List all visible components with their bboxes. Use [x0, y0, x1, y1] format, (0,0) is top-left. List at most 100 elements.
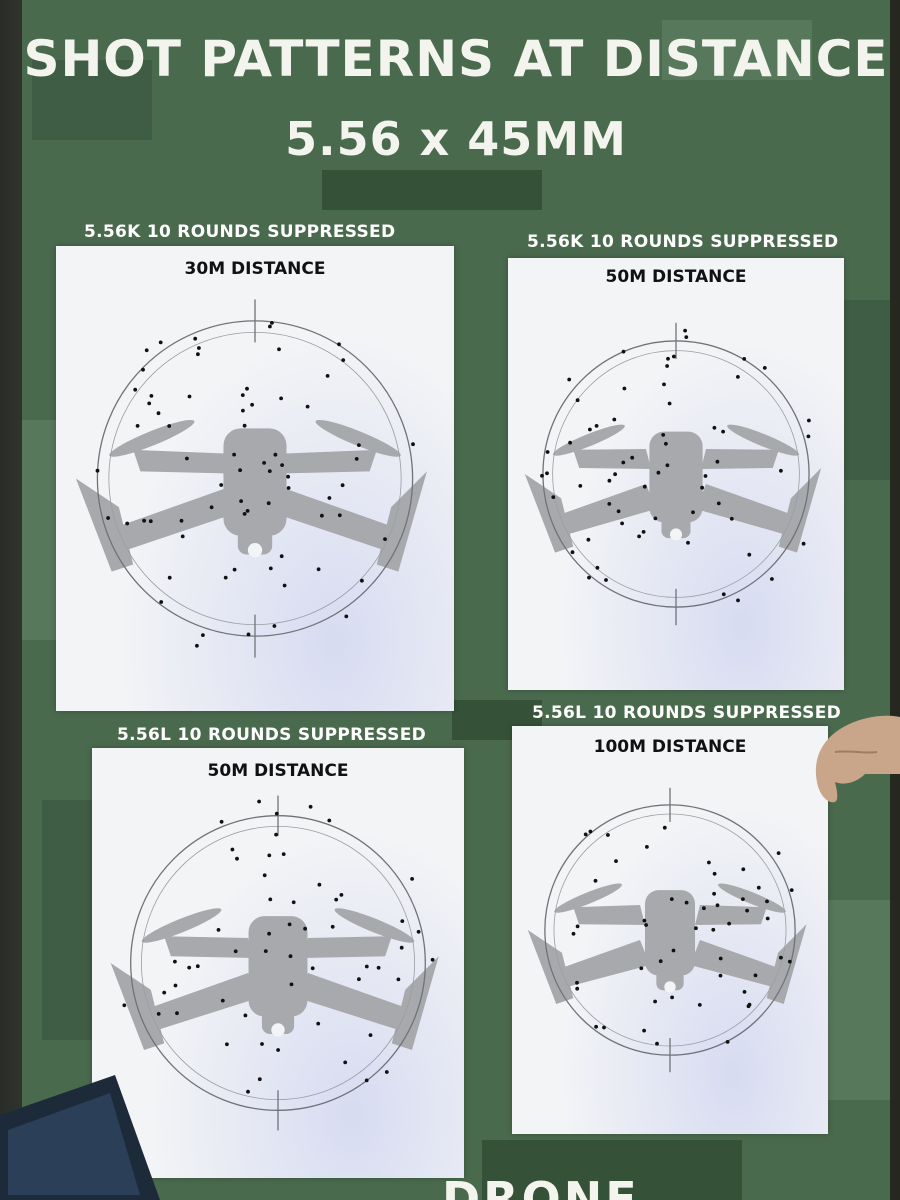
bullet-hole [148, 519, 153, 524]
bullet-hole [604, 578, 608, 582]
bullet-hole [320, 513, 324, 518]
drone-lens [664, 981, 676, 993]
bullet-hole [430, 957, 435, 962]
bullet-hole [762, 366, 767, 370]
bullet-hole [287, 922, 292, 927]
bullet-hole [594, 424, 599, 428]
bullet-hole [787, 959, 792, 964]
bullet-hole [167, 575, 172, 580]
bullet-hole [588, 829, 593, 834]
bullet-hole [263, 949, 268, 953]
bullet-hole [327, 496, 332, 500]
panel-caption: 5.56L 10 ROUNDS SUPPRESSED [117, 725, 427, 745]
bullet-hole [316, 1021, 321, 1026]
bullet-hole [233, 949, 238, 954]
poster-subtitle: 5.56 x 45MM [285, 112, 627, 166]
bullet-hole [621, 460, 626, 465]
distance-label: 100M DISTANCE [593, 737, 747, 757]
bullet-hole [400, 919, 405, 923]
bullet-hole [616, 509, 621, 514]
drone-arm [275, 488, 399, 551]
drone-rotor [315, 419, 401, 457]
distance-label: 50M DISTANCE [605, 267, 747, 287]
bullet-hole [274, 832, 278, 837]
panel-caption: 5.56L 10 ROUNDS SUPPRESSED [532, 703, 842, 723]
bullet-hole [702, 906, 706, 911]
bullet-hole [807, 418, 811, 423]
bullet-hole [741, 897, 745, 901]
bullet-hole [303, 926, 307, 931]
bullet-hole [662, 825, 667, 830]
bullet-hole [279, 554, 284, 559]
drone-leg [778, 467, 822, 553]
poster-bottom-text: DRONE [442, 1172, 640, 1200]
bullet-hole [575, 980, 579, 985]
bullet-hole [383, 537, 387, 541]
bullet-hole [173, 959, 177, 964]
bullet-hole [337, 513, 342, 518]
bullet-hole [334, 897, 339, 902]
drone-body [223, 428, 287, 536]
bullet-hole [340, 483, 345, 488]
drone-arm [133, 449, 230, 474]
bullet-hole [125, 521, 130, 526]
bullet-hole [630, 455, 635, 460]
bullet-hole [656, 470, 661, 475]
bullet-hole [806, 434, 811, 439]
bullet-hole [106, 516, 110, 520]
bullet-hole [142, 518, 146, 523]
bullet-hole [245, 509, 250, 513]
bullet-hole [250, 402, 255, 407]
drone-arm [298, 973, 412, 1030]
bullet-hole [697, 1003, 702, 1007]
bullet-hole [243, 1013, 248, 1018]
bullet-hole [187, 394, 192, 399]
bullet-hole [216, 928, 221, 932]
bullet-hole [801, 541, 806, 546]
bullet-hole [187, 965, 192, 970]
bullet-hole [316, 567, 321, 572]
bullet-hole [575, 924, 580, 929]
bullet-hole [193, 336, 198, 341]
drone-rotor [109, 419, 195, 457]
bullet-hole [667, 401, 672, 406]
bullet-hole [159, 600, 164, 604]
drone-body [644, 890, 696, 976]
bullet-hole [308, 804, 313, 809]
bullet-hole [691, 510, 695, 515]
bullet-hole [310, 966, 315, 971]
bullet-hole [180, 534, 185, 539]
drone-silhouette [110, 908, 439, 1051]
bullet-hole [279, 396, 283, 401]
drone-arm [111, 488, 235, 551]
bullet-hole [776, 851, 781, 855]
drone-arm [701, 449, 779, 469]
bullet-hole [658, 959, 663, 964]
bullet-hole [779, 955, 783, 960]
bullet-hole [613, 472, 617, 477]
bullet-hole [262, 873, 267, 878]
bullet-hole [242, 423, 247, 428]
bullet-hole [712, 891, 716, 896]
bullet-hole [621, 349, 626, 354]
bullet-hole [645, 845, 649, 849]
bullet-hole [344, 614, 349, 619]
bullet-hole [639, 966, 644, 971]
bullet-hole [282, 583, 287, 588]
drone-arm [164, 936, 253, 958]
drone-camera [656, 969, 684, 991]
bullet-hole [545, 471, 549, 476]
target-graphic [527, 787, 807, 1073]
bullet-hole [343, 1060, 348, 1065]
bullet-hole [272, 624, 277, 628]
drone-rotor [727, 424, 800, 456]
bullet-hole [230, 847, 235, 852]
bullet-hole [620, 521, 624, 526]
drone-leg [766, 924, 807, 1004]
bullet-hole [736, 375, 740, 379]
bullet-hole [671, 948, 676, 953]
bullet-hole [753, 973, 758, 978]
bullet-hole [147, 401, 152, 406]
camo-block [822, 900, 890, 1100]
bullet-hole [684, 900, 689, 905]
